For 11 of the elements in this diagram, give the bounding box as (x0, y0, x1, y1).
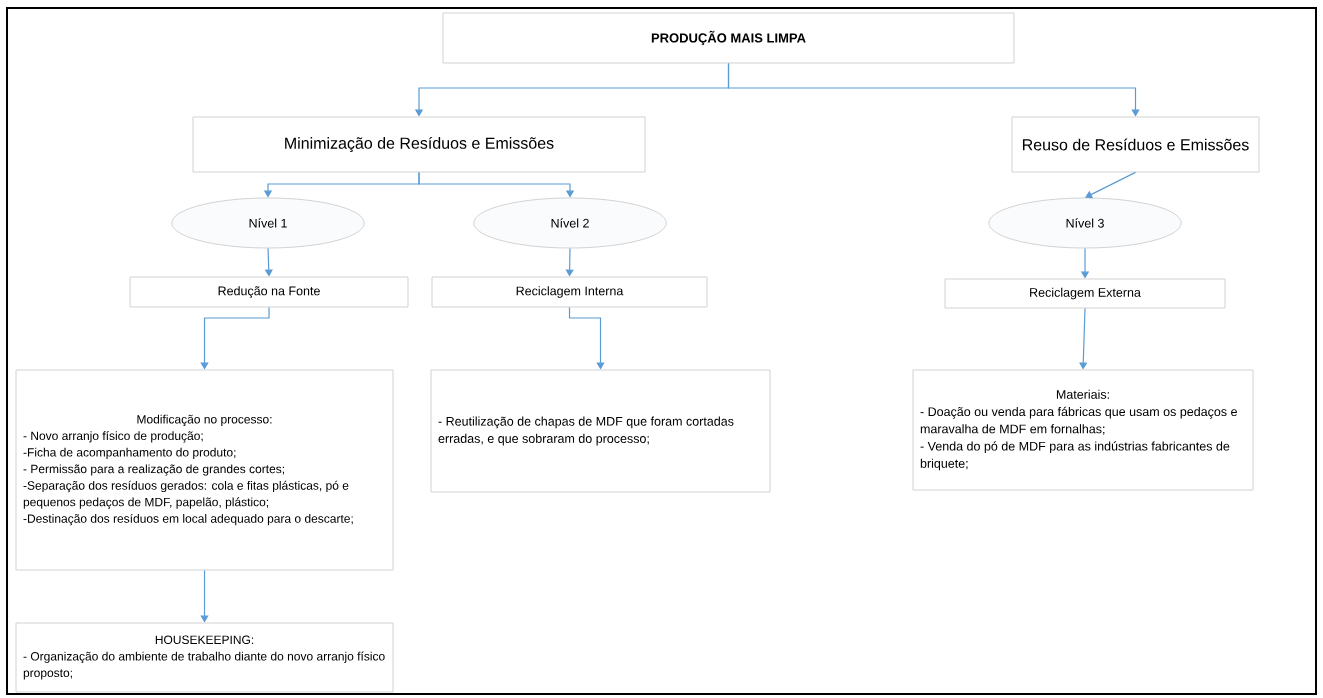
category-box: Minimização de Resíduos e Emissões (192, 116, 646, 173)
process-box: Reciclagem Externa (944, 278, 1226, 309)
arrow (1085, 171, 1137, 199)
description-box: - Reutilização de chapas de MDF que foram cortadas erradas, e que sobraram do processo; (430, 369, 771, 493)
description-box: Modificação no processo: - Novo arranjo físico de produção; -Ficha de acompanhamento do produto; - Permissão para a realização de grandes cortes; -Separação dos resíduos gerados: cola e fitas plásticas, pó e pequenos pedaços de MDF, papelão, plástico; -Destinação dos resíduos em local adequado para o descarte; (15, 369, 394, 571)
process-box: Redução na Fonte (129, 276, 409, 308)
description-box: HOUSEKEEPING: - Organização do ambiente de trabalho diante do novo arranjo físico proposto; (15, 622, 394, 693)
category-box: Reuso de Resíduos e Emissões (1011, 116, 1260, 173)
title-box: PRODUÇÃO MAIS LIMPA (442, 12, 1015, 64)
process-box: Reciclagem Interna (431, 276, 708, 308)
description-box: Materiais: - Doação ou venda para fábricas que usam os pedaços e maravalha de MDF em fornalhas; - Venda do pó de MDF para as indústrias fabricantes de briquete; (912, 369, 1254, 491)
